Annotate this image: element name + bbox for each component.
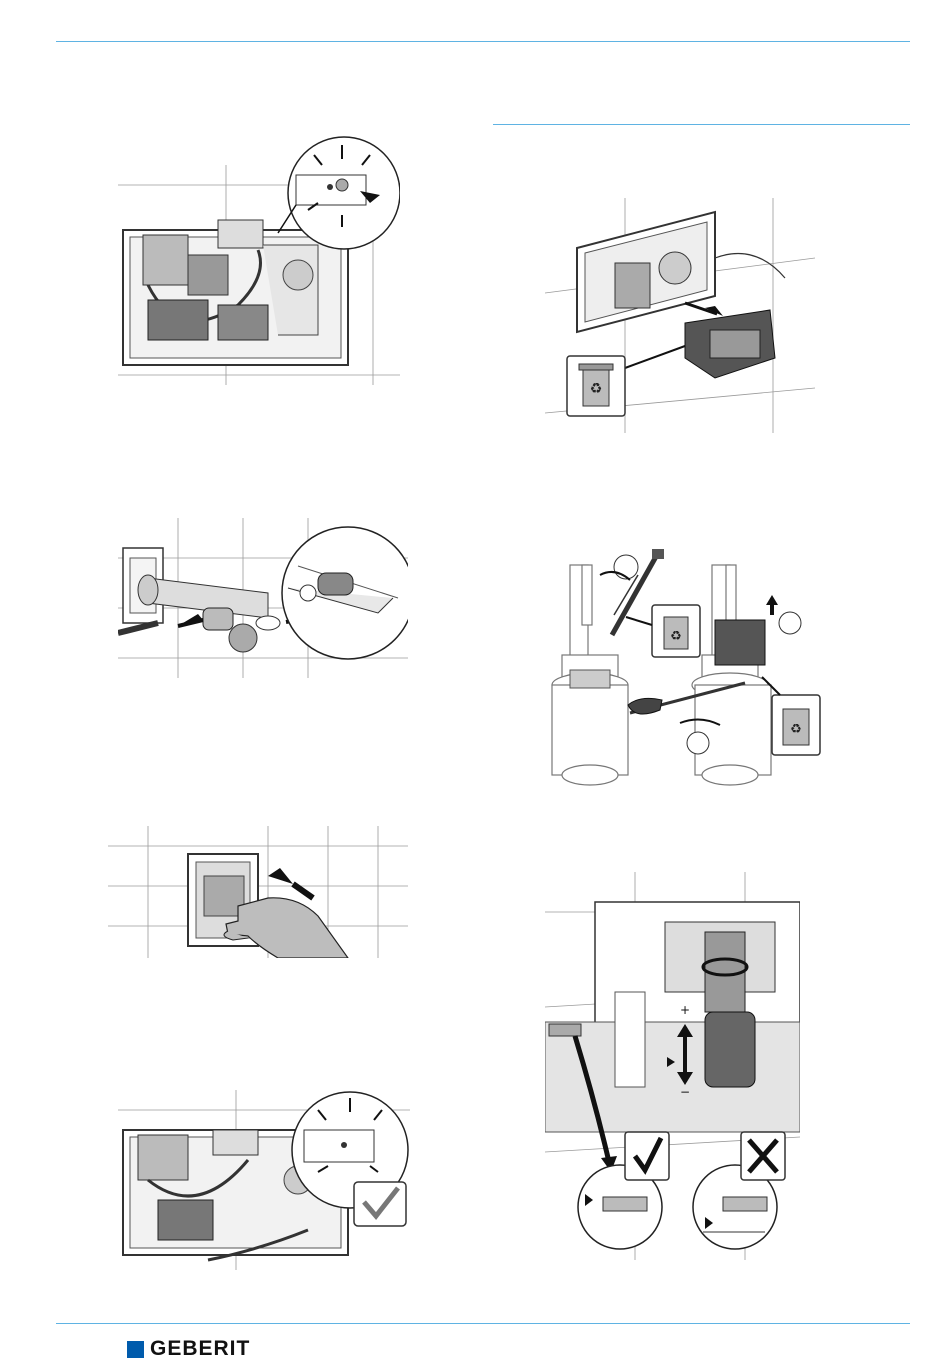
section-rule-right bbox=[493, 124, 910, 125]
sensor-pipe-press-button-figure bbox=[118, 518, 408, 678]
fill-valve-remove-parts-icon: ♻ ♻ bbox=[540, 545, 830, 800]
footer-rule bbox=[56, 1323, 910, 1324]
control-unit-led-check-icon bbox=[118, 1090, 410, 1270]
float-adjustment-check-icon: + − bbox=[545, 872, 800, 1260]
fill-valve-remove-parts-figure: ♻ ♻ bbox=[540, 545, 830, 800]
svg-text:−: − bbox=[680, 1085, 690, 1099]
svg-text:♻: ♻ bbox=[790, 722, 802, 737]
remove-module-recycle-icon: ♻ bbox=[545, 198, 815, 433]
remove-module-recycle-figure: ♻ bbox=[545, 198, 815, 433]
float-adjustment-check-figure: + − bbox=[545, 872, 800, 1260]
hand-pressing-flush-plate-icon bbox=[108, 826, 408, 958]
header-rule bbox=[56, 41, 910, 42]
svg-text:♻: ♻ bbox=[670, 629, 682, 644]
control-unit-led-blinking-icon bbox=[118, 135, 400, 385]
brand-logo: GEBERIT bbox=[127, 1337, 250, 1361]
svg-text:♻: ♻ bbox=[590, 381, 603, 397]
control-unit-led-blinking-figure bbox=[118, 135, 400, 385]
hand-pressing-flush-plate-figure bbox=[108, 826, 408, 958]
control-unit-led-check-figure bbox=[118, 1090, 410, 1270]
brand-logo-text: GEBERIT bbox=[150, 1337, 250, 1361]
svg-text:+: + bbox=[680, 1003, 690, 1017]
sensor-pipe-press-button-icon bbox=[118, 518, 408, 678]
brand-logo-square-icon bbox=[127, 1341, 144, 1358]
